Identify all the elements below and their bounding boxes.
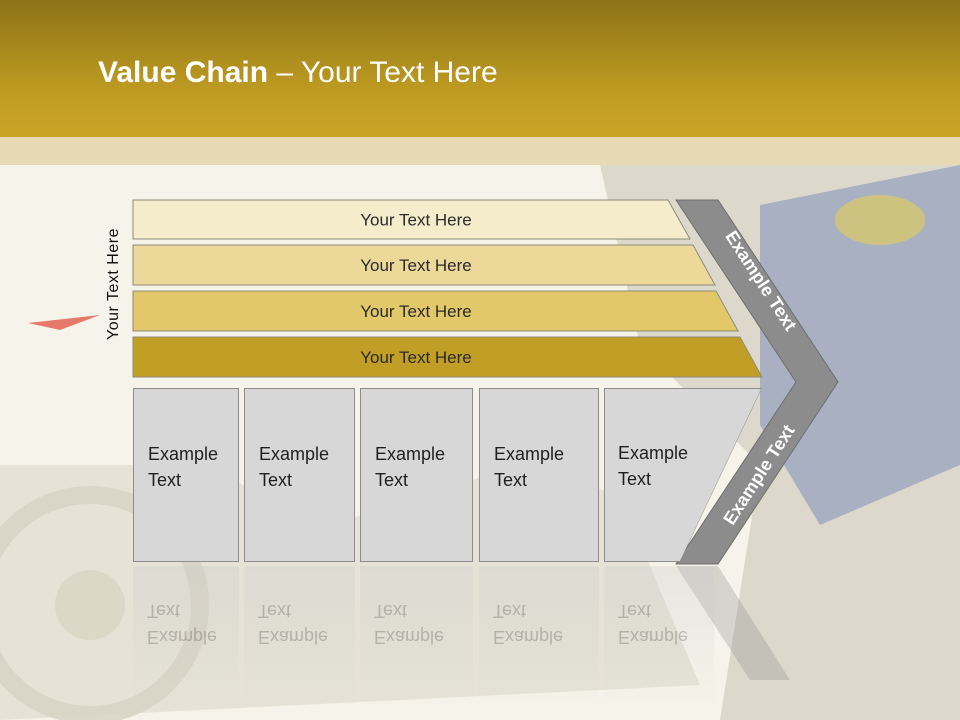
support-bar-label: Your Text Here <box>360 302 472 321</box>
reflection-line1: Example <box>374 627 445 647</box>
activity-box-reflection-text: Example Text <box>147 598 217 650</box>
activity-box-line2: Text <box>494 470 528 490</box>
activity-box-line1: Example <box>148 444 219 464</box>
activity-box-reflection-text: Example Text <box>618 598 688 650</box>
activity-box-reflection-text: Example Text <box>493 598 563 650</box>
reflection-line1: Example <box>493 627 564 647</box>
reflection-line1: Example <box>618 627 689 647</box>
activity-box-line2: Text <box>618 469 652 489</box>
activity-box-reflection-fill: Example Text <box>479 566 599 716</box>
reflection-line2: Text <box>618 601 652 621</box>
title-header-band <box>0 0 960 137</box>
activity-box-line2: Text <box>375 470 409 490</box>
activity-box-line1: Example <box>494 444 565 464</box>
activity-box-reflection-text: Example Text <box>258 598 328 650</box>
activity-box-line2: Text <box>148 470 182 490</box>
chevron-reflection <box>676 566 790 680</box>
reflection-line2: Text <box>374 601 408 621</box>
slide-title: Value Chain – Your Text Here <box>98 56 498 90</box>
support-bar-label: Your Text Here <box>360 348 472 367</box>
header-sub-band <box>0 137 960 165</box>
slide-title-rest: – Your Text Here <box>268 56 498 89</box>
support-bar-label: Your Text Here <box>360 211 472 230</box>
support-bar <box>132 199 691 240</box>
support-bar-label: Your Text Here <box>360 256 472 275</box>
activity-box-line2: Text <box>259 470 293 490</box>
activity-box-reflection-fill: Example Text <box>604 566 714 716</box>
reflection-line2: Text <box>258 601 292 621</box>
reflection-line1: Example <box>258 627 329 647</box>
activity-box-reflection-fill: Example Text <box>244 566 355 716</box>
activity-box-reflection: Example Text <box>133 566 239 716</box>
activity-box-line1: Example <box>618 443 689 463</box>
reflection-line2: Text <box>493 601 527 621</box>
activity-box-reflection: Example Text <box>244 566 355 716</box>
slide-title-bold: Value Chain <box>98 56 269 89</box>
activity-box-line1: Example <box>375 444 446 464</box>
margin-chevron <box>675 199 839 565</box>
support-bar <box>132 244 716 286</box>
support-bar <box>132 290 739 332</box>
activity-box-reflection-fill: Example Text <box>133 566 239 716</box>
reflection-line1: Example <box>147 627 218 647</box>
activity-box-line1: Example <box>259 444 330 464</box>
activity-box-reflection-fill: Example Text <box>360 566 473 716</box>
activity-box-reflection: Example Text <box>360 566 473 716</box>
activity-box-reflection: Example Text <box>604 566 714 716</box>
reflection-line2: Text <box>147 601 181 621</box>
activity-box-reflection: Example Text <box>479 566 599 716</box>
support-bar <box>132 336 763 378</box>
activity-box-reflection-text: Example Text <box>374 598 444 650</box>
